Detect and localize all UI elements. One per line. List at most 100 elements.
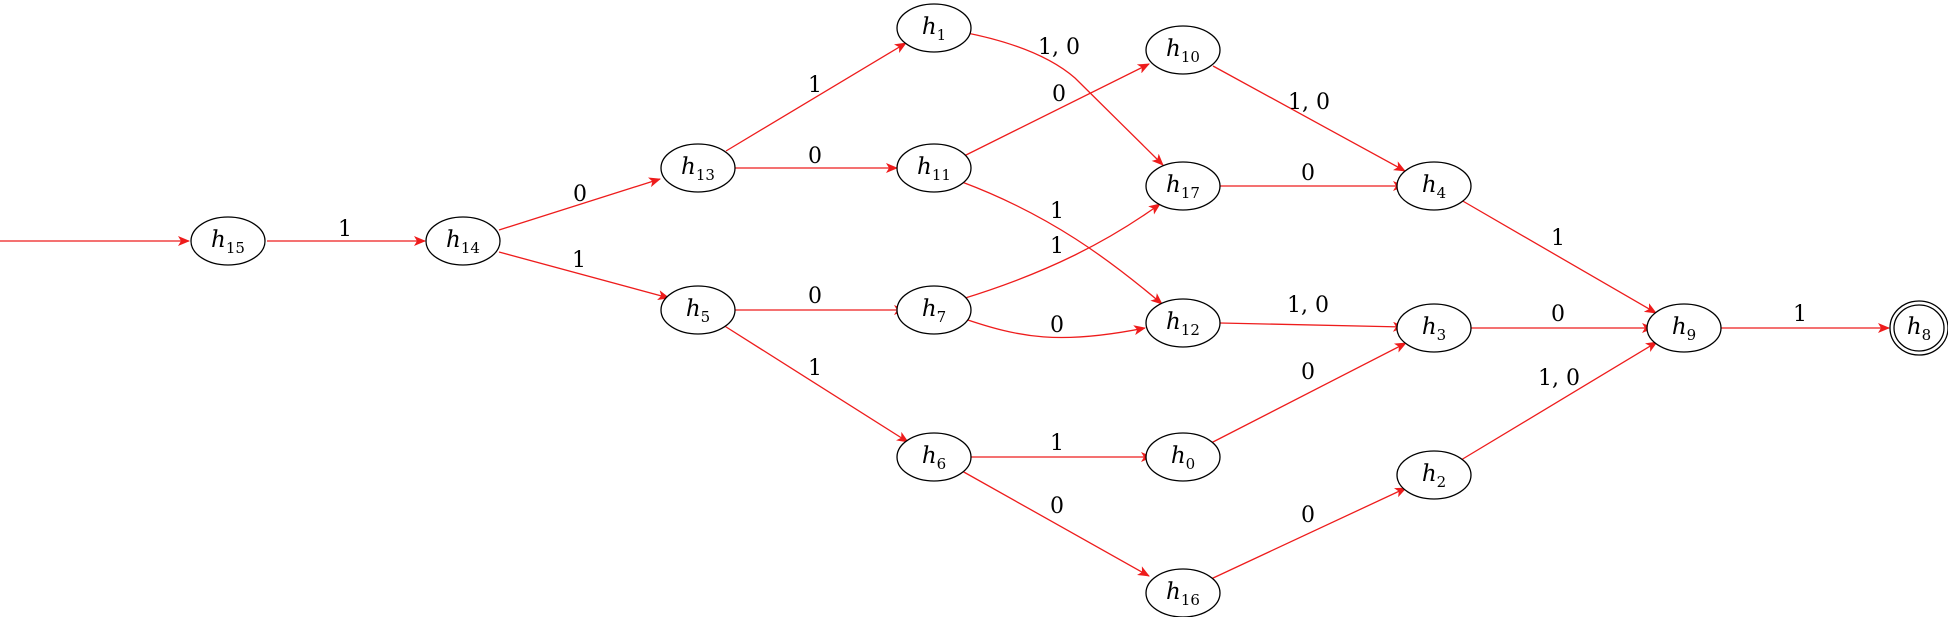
transition-h14-h13	[498, 177, 661, 231]
transition-label-h17-h4: 0	[1301, 161, 1315, 186]
state-circle	[896, 285, 972, 335]
state-subscript: 3	[1437, 326, 1447, 344]
state-h13: h13	[660, 143, 736, 193]
state-symbol: h	[446, 227, 461, 253]
state-symbol: h	[1171, 443, 1186, 469]
transition-label-h14-h5: 1	[572, 248, 586, 273]
state-circle	[1145, 298, 1221, 348]
state-subscript: 14	[461, 239, 480, 257]
state-circle	[425, 216, 501, 266]
state-subscript: 12	[1181, 321, 1200, 339]
transition-label-h7-h12: 0	[1050, 313, 1064, 338]
transition-h10-h4	[1212, 65, 1406, 172]
state-circle	[1396, 450, 1472, 500]
state-symbol: h	[1422, 172, 1437, 198]
state-circle	[1396, 303, 1472, 353]
state-label: h2	[1422, 461, 1446, 491]
state-h9: h9	[1646, 303, 1722, 353]
state-subscript: 6	[937, 455, 947, 473]
transition-h14-h5	[498, 251, 670, 300]
state-label: h7	[922, 296, 946, 326]
transition-label-h6-h0: 1	[1050, 431, 1064, 456]
state-circle	[1145, 568, 1221, 617]
transition-label-h13-h1: 1	[808, 73, 822, 98]
state-circle	[1145, 25, 1221, 75]
transitions	[0, 31, 1890, 580]
state-label: h12	[1166, 309, 1200, 339]
state-circle	[1145, 161, 1221, 211]
state-subscript: 17	[1181, 184, 1200, 202]
transition-label-h5-h6: 1	[808, 356, 822, 381]
transition-h1-h17	[961, 31, 1164, 166]
state-subscript: 9	[1687, 326, 1697, 344]
transition-label-h15-h14: 1	[338, 217, 352, 242]
state-h11: h11	[896, 143, 972, 193]
state-subscript: 5	[701, 308, 711, 326]
state-subscript: 0	[1186, 455, 1196, 473]
transition-h16-h2	[1210, 487, 1407, 580]
state-symbol: h	[922, 443, 937, 469]
state-label: h8	[1907, 314, 1931, 344]
state-h5: h5	[660, 285, 736, 335]
state-label: h17	[1166, 172, 1200, 202]
transition-label-h7-h17: 1	[1050, 234, 1064, 259]
state-circle	[1396, 161, 1472, 211]
state-h10: h10	[1145, 25, 1221, 75]
state-circle	[660, 143, 736, 193]
state-label: h9	[1672, 314, 1696, 344]
state-h1: h1	[896, 3, 972, 53]
state-subscript: 15	[226, 239, 245, 257]
state-subscript: 7	[937, 308, 947, 326]
state-circle	[190, 216, 266, 266]
transition-label-h4-h9: 1	[1551, 226, 1565, 251]
state-symbol: h	[1166, 36, 1181, 62]
transition-label-h10-h4: 1, 0	[1288, 90, 1330, 115]
state-symbol: h	[917, 154, 932, 180]
state-h17: h17	[1145, 161, 1221, 211]
state-symbol: h	[1166, 172, 1181, 198]
transition-label-h14-h13: 0	[573, 182, 587, 207]
state-label: h5	[686, 296, 710, 326]
state-symbol: h	[211, 227, 226, 253]
state-symbol: h	[922, 14, 937, 40]
state-label: h4	[1422, 172, 1446, 202]
transition-label-h9-h8: 1	[1793, 302, 1807, 327]
state-h14: h14	[425, 216, 501, 266]
transition-label-h13-h11: 0	[808, 144, 822, 169]
state-symbol: h	[922, 296, 937, 322]
transition-h5-h6	[722, 324, 909, 443]
state-label: h13	[681, 154, 715, 184]
state-h2: h2	[1396, 450, 1472, 500]
transition-label-h0-h3: 0	[1301, 360, 1315, 385]
state-label: h15	[211, 227, 245, 257]
state-h6: h6	[896, 432, 972, 482]
transition-label-h1-h17: 1, 0	[1038, 35, 1080, 60]
transition-h0-h3	[1210, 342, 1407, 444]
state-circle	[896, 143, 972, 193]
state-outer-ring	[1889, 300, 1948, 356]
state-label: h14	[446, 227, 480, 257]
state-h7: h7	[896, 285, 972, 335]
transition-h7-h17	[961, 203, 1161, 300]
state-h12: h12	[1145, 298, 1221, 348]
state-label: h3	[1422, 314, 1446, 344]
state-subscript: 1	[937, 26, 947, 44]
state-symbol: h	[1422, 314, 1437, 340]
state-h3: h3	[1396, 303, 1472, 353]
state-circle	[1646, 303, 1722, 353]
state-h16: h16	[1145, 568, 1221, 617]
transition-label-h11-h12: 1	[1050, 199, 1064, 224]
transition-label-h16-h2: 0	[1301, 503, 1315, 528]
state-symbol: h	[1166, 309, 1181, 335]
transition-label-h6-h16: 0	[1050, 494, 1064, 519]
state-circle	[1145, 432, 1221, 482]
state-label: h1	[922, 14, 946, 44]
state-symbol: h	[1422, 461, 1437, 487]
state-h0: h0	[1145, 432, 1221, 482]
state-label: h11	[917, 154, 951, 184]
transition-h7-h12	[961, 317, 1146, 339]
transition-h12-h3	[1219, 321, 1405, 332]
transition-h11-h10	[961, 63, 1150, 158]
state-circle	[896, 3, 972, 53]
state-subscript: 13	[696, 166, 715, 184]
